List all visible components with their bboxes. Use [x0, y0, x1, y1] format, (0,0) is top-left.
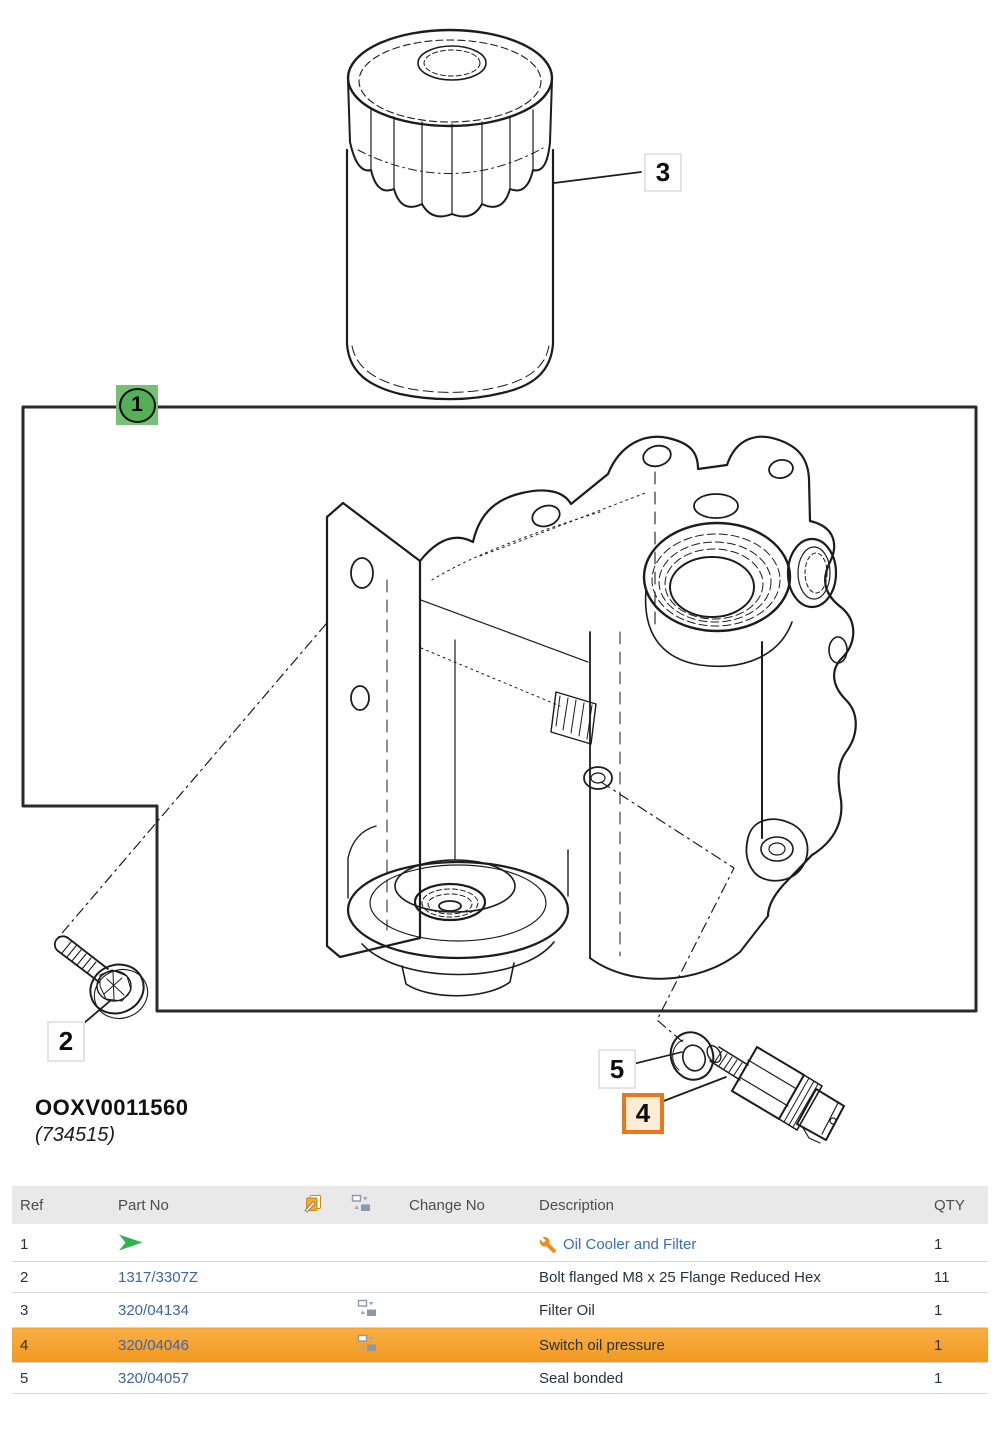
parts-diagram: [21, 28, 978, 1144]
callout-3-label[interactable]: 3: [644, 153, 682, 192]
callout-5-number: 5: [609, 1053, 625, 1084]
ref-cell: 3: [12, 1292, 110, 1328]
tree-icon: [351, 1194, 370, 1211]
callout-2-number: 2: [58, 1026, 74, 1056]
leader-line-3: [553, 171, 642, 184]
part-no-link[interactable]: 320/04134: [118, 1301, 189, 1319]
oil-filter-drawing: [345, 28, 555, 401]
ref-cell: 2: [12, 1261, 110, 1293]
header-remarks: [295, 1186, 343, 1228]
parts-table: Ref Part No C: [12, 1186, 988, 1394]
oil-cooler-housing-drawing: [325, 435, 857, 997]
description-cell: Filter Oil: [531, 1292, 921, 1328]
tree-icon[interactable]: [357, 1333, 377, 1353]
ref-cell: 4: [12, 1327, 110, 1363]
description-cell: Seal bonded: [531, 1362, 921, 1394]
change-no-cell: [391, 1292, 531, 1328]
switch-drawing: [706, 1044, 845, 1144]
table-row[interactable]: 1 Oil Cooler and Filter: [12, 1226, 988, 1262]
header-change-no: Change No: [391, 1186, 531, 1228]
callout-4-number: 4: [635, 1098, 651, 1128]
table-row[interactable]: 5 320/04057 Seal bonded 1: [12, 1362, 988, 1394]
qty-cell: 1: [921, 1226, 988, 1262]
table-row-selected[interactable]: 4 320/04046 Switch oil pressure 1: [12, 1327, 988, 1363]
change-no-cell: [391, 1362, 531, 1394]
leader-line-4: [660, 1076, 727, 1103]
header-qty: QTY: [921, 1186, 988, 1228]
callout-5-label[interactable]: 5: [598, 1049, 636, 1089]
drawing-code-block: OOXV0011560 (734515): [35, 1095, 189, 1147]
header-part-no: Part No: [110, 1186, 295, 1228]
qty-cell: 11: [921, 1261, 988, 1293]
drawing-code: OOXV0011560: [35, 1095, 189, 1120]
callout-1-number: 1: [131, 393, 143, 416]
part-no-link[interactable]: 320/04046: [118, 1336, 189, 1354]
header-ref: Ref: [12, 1186, 110, 1228]
current-assembly-arrow-icon: [119, 1234, 143, 1251]
table-row[interactable]: 3 320/04134 Filter Oil 1: [12, 1292, 988, 1328]
qty-cell: 1: [921, 1327, 988, 1363]
drawing-code-secondary: (734515): [35, 1124, 116, 1146]
part-no-cell: 1317/3307Z: [110, 1261, 295, 1293]
description-cell: Oil Cooler and Filter: [531, 1226, 921, 1262]
leader-line-5: [632, 1051, 683, 1065]
ref-cell: 5: [12, 1362, 110, 1394]
tree-icon[interactable]: [357, 1298, 377, 1318]
callout-1-badge[interactable]: 1: [116, 385, 158, 425]
bolt-drawing: [53, 935, 149, 1019]
part-no-cell: [110, 1226, 295, 1262]
reference-line-switch: [600, 781, 735, 1044]
assembly-link[interactable]: Oil Cooler and Filter: [563, 1236, 697, 1253]
wrench-icon: [539, 1236, 557, 1253]
part-no-link[interactable]: 320/04057: [118, 1369, 189, 1387]
change-no-cell: [391, 1327, 531, 1363]
callout-3-number: 3: [655, 157, 671, 187]
header-description: Description: [531, 1186, 921, 1228]
callout-4-label-selected[interactable]: 4: [622, 1093, 664, 1134]
part-no-cell: 320/04046: [110, 1327, 295, 1363]
remarks-icon: [304, 1195, 321, 1213]
description-cell: Switch oil pressure: [531, 1327, 921, 1363]
qty-cell: 1: [921, 1362, 988, 1394]
change-no-cell: [391, 1226, 531, 1262]
ref-cell: 1: [12, 1226, 110, 1262]
header-sub-assembly: [343, 1186, 391, 1228]
seal-drawing: [669, 1031, 715, 1081]
part-no-cell: 320/04057: [110, 1362, 295, 1394]
change-no-cell: [391, 1261, 531, 1293]
description-cell: Bolt flanged M8 x 25 Flange Reduced Hex: [531, 1261, 921, 1293]
assembly-boundary-box: [21, 405, 978, 1013]
table-row[interactable]: 2 1317/3307Z Bolt flanged M8 x 25 Flange…: [12, 1261, 988, 1293]
table-header-row: Ref Part No C: [12, 1186, 988, 1228]
callout-2-label[interactable]: 2: [47, 1021, 85, 1062]
part-no-cell: 320/04134: [110, 1292, 295, 1328]
part-no-link[interactable]: 1317/3307Z: [118, 1268, 199, 1286]
callout-1-circle: 1: [118, 387, 156, 423]
qty-cell: 1: [921, 1292, 988, 1328]
reference-line-bolt: [56, 623, 327, 940]
